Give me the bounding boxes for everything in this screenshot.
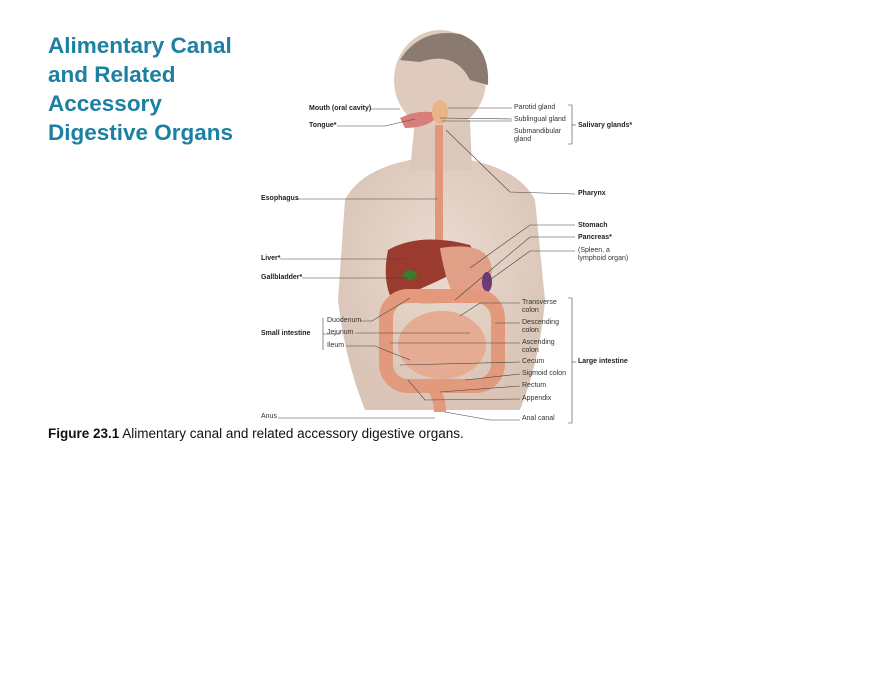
title-line: Digestive Organs bbox=[48, 120, 234, 145]
leader-lines bbox=[278, 104, 576, 424]
hair bbox=[400, 33, 489, 85]
label-line: (Spleen, a bbox=[578, 247, 610, 254]
title-line: Accessory bbox=[48, 91, 162, 116]
label-pharynx: Pharynx bbox=[578, 190, 606, 197]
label-ileum: Ileum bbox=[327, 342, 345, 349]
label-anus: Anus bbox=[261, 413, 277, 420]
rectum-shape bbox=[425, 380, 446, 413]
label-line: colon bbox=[522, 307, 539, 314]
title-line: Alimentary Canal bbox=[48, 33, 232, 58]
esophagus-shape bbox=[435, 125, 443, 250]
label-salivary-glands: Salivary glands* bbox=[578, 122, 633, 129]
label-sigmoid-colon: Sigmoid colon bbox=[522, 370, 566, 377]
stomach-shape bbox=[440, 246, 492, 298]
figure-caption: Figure 23.1 Alimentary canal and related… bbox=[48, 426, 464, 441]
label-gallbladder: Gallbladder* bbox=[261, 274, 303, 281]
label-large-intestine: Large intestine bbox=[578, 358, 628, 365]
label-parotid: Parotid gland bbox=[514, 104, 556, 111]
label-stomach: Stomach bbox=[578, 222, 608, 229]
label-line: colon bbox=[522, 347, 539, 354]
label-esophagus: Esophagus bbox=[261, 195, 299, 202]
label-anal-canal: Anal canal bbox=[522, 415, 555, 422]
gallbladder-shape bbox=[403, 270, 417, 280]
title-line: and Related bbox=[48, 62, 176, 87]
label-small-intestine: Small intestine bbox=[261, 330, 311, 337]
label-rectum: Rectum bbox=[522, 382, 547, 389]
caption-label: Figure 23.1 bbox=[48, 426, 120, 441]
mouth-organ bbox=[400, 111, 440, 128]
label-liver: Liver* bbox=[261, 255, 281, 262]
label-sublingual: Sublingual gland bbox=[514, 116, 566, 123]
label-line: Transverse bbox=[522, 299, 557, 306]
label-line: colon bbox=[522, 327, 539, 334]
small-intestine-shape bbox=[398, 311, 486, 379]
label-appendix: Appendix bbox=[522, 395, 552, 402]
label-line: gland bbox=[514, 136, 532, 143]
label-mouth: Mouth (oral cavity) bbox=[309, 105, 372, 112]
label-duodenum: Duodenum bbox=[327, 317, 362, 324]
label-line: Ascending bbox=[522, 339, 555, 346]
label-jejunum: Jejunum bbox=[327, 329, 354, 336]
label-pancreas: Pancreas* bbox=[578, 234, 612, 241]
salivary-gland-shape bbox=[432, 100, 448, 124]
label-line: Submandibular bbox=[514, 128, 562, 135]
label-cecum: Cecum bbox=[522, 358, 545, 365]
caption-text: Alimentary canal and related accessory d… bbox=[119, 426, 464, 441]
label-line: Descending bbox=[522, 319, 559, 326]
large-intestine-shape bbox=[379, 289, 505, 393]
label-line: lymphoid organ) bbox=[578, 255, 629, 262]
label-tongue: Tongue* bbox=[309, 122, 337, 129]
slide-title: Alimentary Canal and Related Accessory D… bbox=[48, 31, 233, 147]
